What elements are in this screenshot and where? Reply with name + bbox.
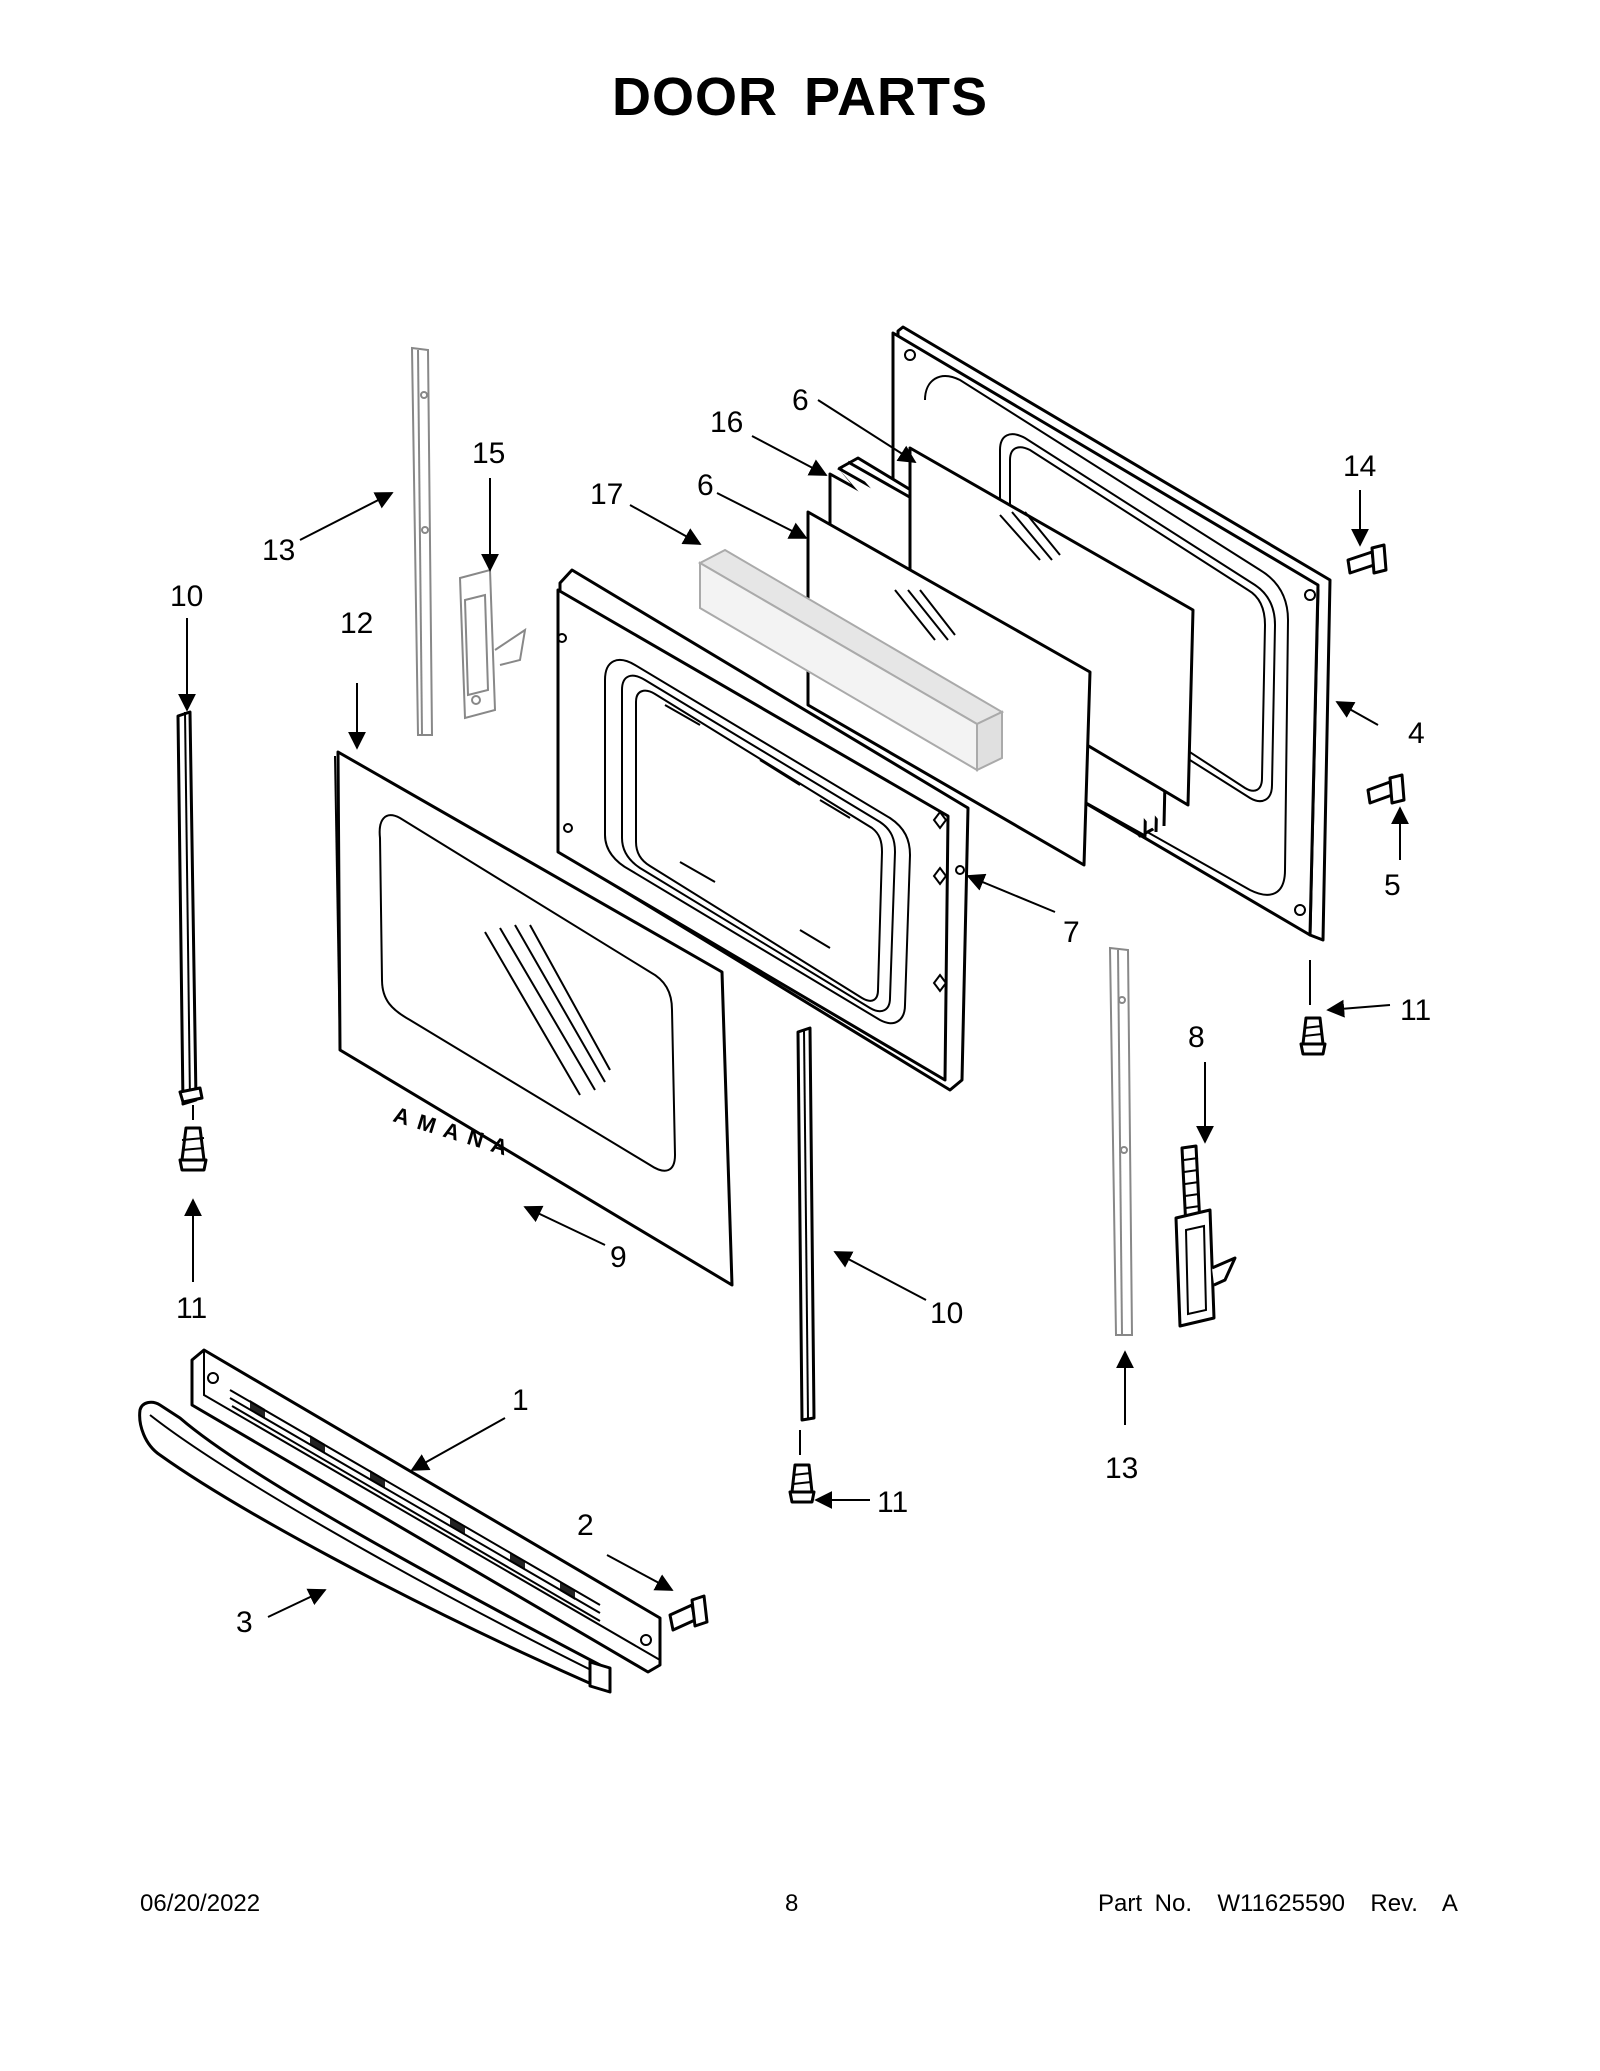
callout-3: 3 [236,1606,253,1639]
left-side-trim [176,710,204,1106]
callout-16: 16 [710,406,743,439]
right-hinge [1174,1144,1237,1328]
door-handle [138,1400,612,1694]
screw-14 [1346,543,1388,575]
callout-13-right: 13 [1105,1452,1138,1485]
callout-4: 4 [1408,717,1425,750]
left-hinge-channel [410,346,434,736]
screw-5 [1366,773,1406,805]
callout-labels: 1 2 3 4 5 6 6 7 8 9 10 10 11 11 11 12 13… [170,384,1431,1639]
callout-1: 1 [512,1384,529,1417]
callout-15: 15 [472,437,505,470]
outer-door-glass [334,750,734,1287]
inner-door-liner [556,568,970,1092]
callout-11-right: 11 [1400,994,1431,1027]
callout-6-rear: 6 [792,384,809,417]
callout-12: 12 [340,607,373,640]
callout-5: 5 [1384,869,1401,902]
screw-left [178,1126,208,1172]
callout-10-center: 10 [930,1297,963,1330]
vent-trim [190,1348,662,1674]
screw-right [1299,1016,1327,1056]
screw-2 [668,1594,709,1632]
callout-2: 2 [577,1509,594,1542]
footer-part-number: Part No. W11625590 Rev. A [1098,1890,1458,1917]
callout-7: 7 [1063,916,1080,949]
page-title: DOOR PARTS [611,67,988,127]
screw-center [788,1463,816,1504]
callout-10-left: 10 [170,580,203,613]
callout-6-front: 6 [697,469,714,502]
callout-14: 14 [1343,450,1376,483]
callout-13-left: 13 [262,534,295,567]
left-hinge [458,568,527,720]
right-hinge-channel [1108,946,1134,1336]
center-side-trim [796,1026,816,1422]
callout-8: 8 [1188,1021,1205,1054]
callout-9: 9 [610,1241,627,1274]
callout-17: 17 [590,478,623,511]
callout-11-center: 11 [877,1486,908,1519]
callout-11-left: 11 [176,1292,207,1325]
insulation-block [697,548,1005,772]
leader-arrows [178,399,1409,1618]
footer-date: 06/20/2022 [140,1890,261,1917]
footer-page-number: 8 [785,1890,799,1917]
